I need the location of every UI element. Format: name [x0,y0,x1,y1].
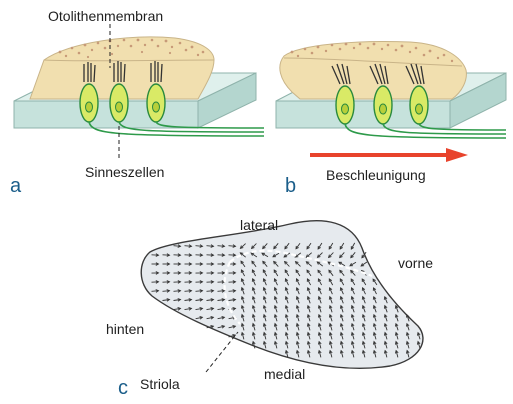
panel-a-base-front [14,101,198,128]
label-lateral: lateral [240,218,278,232]
label-anterior: vorne [398,256,433,270]
label-hair-cells: Sinneszellen [85,165,164,179]
panel-c-drawing [141,221,423,372]
panel-b-drawing [276,42,506,162]
label-striola: Striola [140,377,180,391]
label-posterior: hinten [106,322,144,336]
panel-label-a: a [10,176,21,196]
label-acceleration: Beschleunigung [326,168,426,182]
macula-outline [141,221,423,369]
panel-label-c: c [118,378,128,398]
label-medial: medial [264,367,305,381]
striola-leader-line [206,332,238,372]
label-otolith-membrane: Otolithenmembran [48,9,163,23]
acceleration-arrow [310,148,468,162]
panel-label-b: b [285,176,296,196]
panel-a-drawing [14,24,264,160]
panel-b-otolith-membrane [280,42,467,99]
